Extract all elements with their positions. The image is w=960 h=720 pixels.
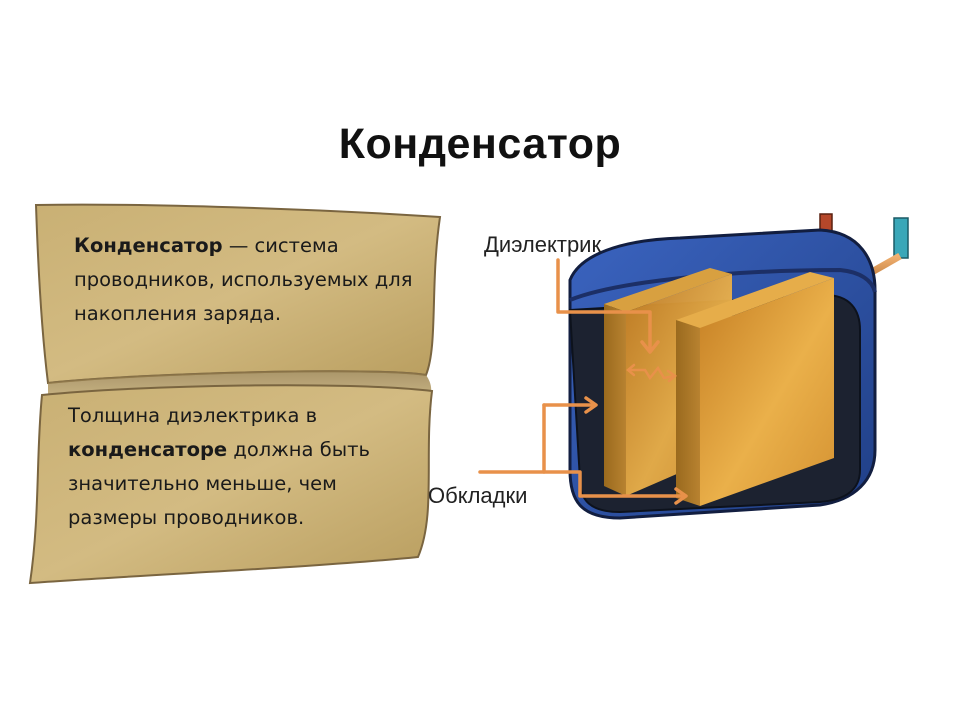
parchment-scroll xyxy=(28,203,442,585)
dielectric-label: Диэлектрик xyxy=(484,232,602,257)
definition-term: Конденсатор xyxy=(74,234,223,257)
note-text: Толщина диэлектрика в конденсаторе должн… xyxy=(68,399,418,535)
plates-arrow xyxy=(478,396,688,505)
definition-rest: — система проводников, используемых для … xyxy=(74,234,413,325)
plate-front xyxy=(676,272,834,506)
gap-double-arrow xyxy=(626,363,678,383)
note-before: Толщина диэлектрика в xyxy=(68,404,318,427)
dielectric-arrow xyxy=(556,258,660,354)
definition-text: Конденсатор — система проводников, испол… xyxy=(74,229,424,331)
plates-label: Обкладки xyxy=(428,483,528,508)
capacitor-illustration xyxy=(478,213,909,520)
note-after: должна быть значительно меньше, чем разм… xyxy=(68,438,370,529)
note-term: конденсаторе xyxy=(68,438,228,461)
page-title: Конденсатор xyxy=(338,120,622,168)
